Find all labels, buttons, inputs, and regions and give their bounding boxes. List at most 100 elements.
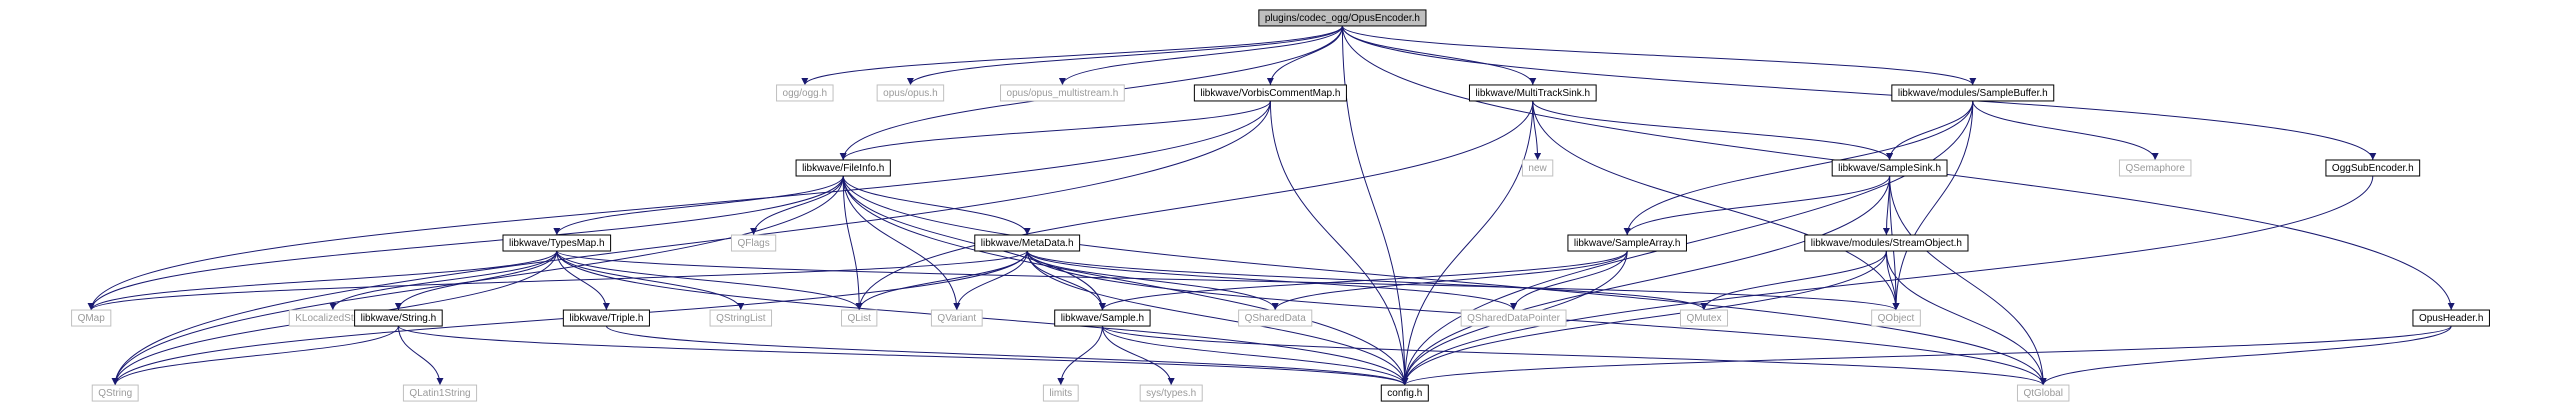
edge-fileinfo-to-qglobal	[842, 175, 2047, 386]
node-vorbiscomment[interactable]: libkwave/VorbisCommentMap.h	[1193, 84, 1347, 102]
node-label: libkwave/Triple.h	[569, 313, 643, 324]
edge-string-to-config	[397, 325, 1409, 386]
node-oggsubencoder[interactable]: OggSubEncoder.h	[2325, 159, 2421, 177]
edge-layer	[87, 25, 2455, 386]
edge-samplesink-to-qglobal	[1889, 175, 2047, 386]
edge-streamobject-to-config	[1401, 251, 1887, 386]
node-box	[1891, 84, 2055, 102]
edge-triple-to-config	[605, 325, 1409, 386]
node-label: QSharedDataPointer	[1467, 313, 1561, 324]
node-label: QSemaphore	[2125, 163, 2185, 174]
edge-typesmap-to-klocalized	[329, 250, 558, 311]
node-label: QList	[848, 313, 872, 324]
node-limits: limits	[1042, 384, 1079, 402]
node-config[interactable]: config.h	[1380, 384, 1429, 402]
edge-typesmap-to-qobject	[556, 250, 1900, 311]
node-box	[1871, 309, 1921, 327]
node-label: config.h	[1387, 388, 1422, 399]
edge-typesmap-to-qmap	[87, 250, 558, 311]
edge-opusencoder-to-opusopus	[907, 25, 1343, 86]
edge-multitracksink-to-qobject	[1532, 100, 1900, 311]
node-label: libkwave/String.h	[361, 313, 437, 324]
edge-fileinfo-to-qlist	[842, 175, 863, 311]
edge-string-to-qlatin1	[397, 326, 444, 386]
node-qglobal: QtGlobal	[2016, 384, 2070, 402]
node-fileinfo[interactable]: libkwave/FileInfo.h	[795, 159, 891, 177]
edge-samplesink-to-config	[1401, 175, 1891, 386]
node-box	[1567, 234, 1687, 252]
edge-metadata-to-qmap	[87, 250, 1028, 311]
edge-sample-to-config	[1101, 325, 1409, 386]
edge-opusencoder-to-multitracksink	[1341, 25, 1537, 86]
edge-sample-to-limits	[1057, 326, 1103, 386]
node-qsemaphore: QSemaphore	[2118, 159, 2192, 177]
node-box	[930, 309, 983, 327]
node-box	[2016, 384, 2070, 402]
node-label: OggSubEncoder.h	[2332, 163, 2414, 174]
edge-opusencoder-to-config	[1341, 25, 1409, 386]
node-layer: plugins/codec_ogg/OpusEncoder.hogg/ogg.h…	[71, 9, 2490, 402]
node-label: QLatin1String	[409, 388, 470, 399]
node-label: QFlags	[737, 238, 769, 249]
edge-vorbiscomment-to-fileinfo	[839, 100, 1271, 161]
node-label: opus/opus.h	[883, 88, 938, 99]
edge-metadata-to-qshareddata	[1026, 250, 1279, 311]
node-label: QSharedData	[1245, 313, 1307, 324]
edge-opusencoder-to-samplebuffer	[1341, 25, 1977, 86]
edge-typesmap-to-triple	[556, 251, 610, 311]
node-streamobject[interactable]: libkwave/modules/StreamObject.h	[1804, 234, 1969, 252]
node-box	[91, 384, 139, 402]
node-box	[841, 309, 878, 327]
node-box	[1679, 309, 1729, 327]
node-samplebuffer[interactable]: libkwave/modules/SampleBuffer.h	[1891, 84, 2055, 102]
node-label: KLocalizedString	[295, 313, 370, 324]
edge-samplebuffer-to-qsemaphore	[1972, 100, 2159, 161]
edge-fileinfo-to-qmap	[87, 175, 844, 311]
edge-samplearray-to-qsharedptr	[1510, 250, 1628, 311]
edge-fileinfo-to-qflags	[750, 175, 844, 236]
node-multitracksink[interactable]: libkwave/MultiTrackSink.h	[1468, 84, 1597, 102]
node-string[interactable]: libkwave/String.h	[354, 309, 443, 327]
node-label: libkwave/MultiTrackSink.h	[1475, 88, 1590, 99]
edge-metadata-to-sample	[1026, 250, 1106, 311]
edge-typesmap-to-qstringlist	[556, 250, 745, 311]
node-label: libkwave/VorbisCommentMap.h	[1200, 88, 1340, 99]
node-qvariant: QVariant	[930, 309, 983, 327]
node-label: libkwave/TypesMap.h	[509, 238, 605, 249]
node-typesmap[interactable]: libkwave/TypesMap.h	[502, 234, 612, 252]
edge-multitracksink-to-qlist	[855, 100, 1534, 311]
edge-metadata-to-qlist	[855, 250, 1028, 311]
node-box	[402, 384, 478, 402]
node-opusencoder: plugins/codec_ogg/OpusEncoder.h	[1258, 9, 1427, 27]
node-label: libkwave/MetaData.h	[981, 238, 1074, 249]
node-box	[709, 309, 773, 327]
node-box	[1000, 84, 1125, 102]
node-box	[1139, 384, 1203, 402]
node-qmap: QMap	[71, 309, 112, 327]
node-sample[interactable]: libkwave/Sample.h	[1054, 309, 1151, 327]
node-qlist: QList	[841, 309, 878, 327]
node-opusheader[interactable]: OpusHeader.h	[2412, 309, 2490, 327]
node-opusmulti: opus/opus_multistream.h	[1000, 84, 1125, 102]
edge-samplebuffer-to-samplesink	[1886, 100, 1974, 161]
edge-samplesink-to-samplearray	[1623, 175, 1891, 236]
node-box	[502, 234, 612, 252]
node-label: libkwave/Sample.h	[1061, 313, 1144, 324]
node-qstringlist: QStringList	[709, 309, 773, 327]
node-box	[354, 309, 443, 327]
node-triple[interactable]: libkwave/Triple.h	[562, 309, 650, 327]
edge-streamobject-to-qglobal	[1885, 251, 2047, 386]
edge-metadata-to-qvariant	[953, 250, 1028, 311]
node-label: new	[1528, 163, 1547, 174]
node-samplesink[interactable]: libkwave/SampleSink.h	[1831, 159, 1948, 177]
node-label: opus/opus_multistream.h	[1007, 88, 1119, 99]
edge-streamobject-to-qmutex	[1700, 250, 1887, 311]
node-label: OpusHeader.h	[2419, 313, 2484, 324]
edge-fileinfo-to-qvariant	[842, 175, 961, 311]
node-label: plugins/codec_ogg/OpusEncoder.h	[1265, 13, 1420, 24]
node-metadata[interactable]: libkwave/MetaData.h	[974, 234, 1081, 252]
node-label: libkwave/SampleSink.h	[1838, 163, 1941, 174]
node-box	[795, 159, 891, 177]
node-samplearray[interactable]: libkwave/SampleArray.h	[1567, 234, 1687, 252]
edge-samplebuffer-to-config	[1401, 100, 1974, 386]
